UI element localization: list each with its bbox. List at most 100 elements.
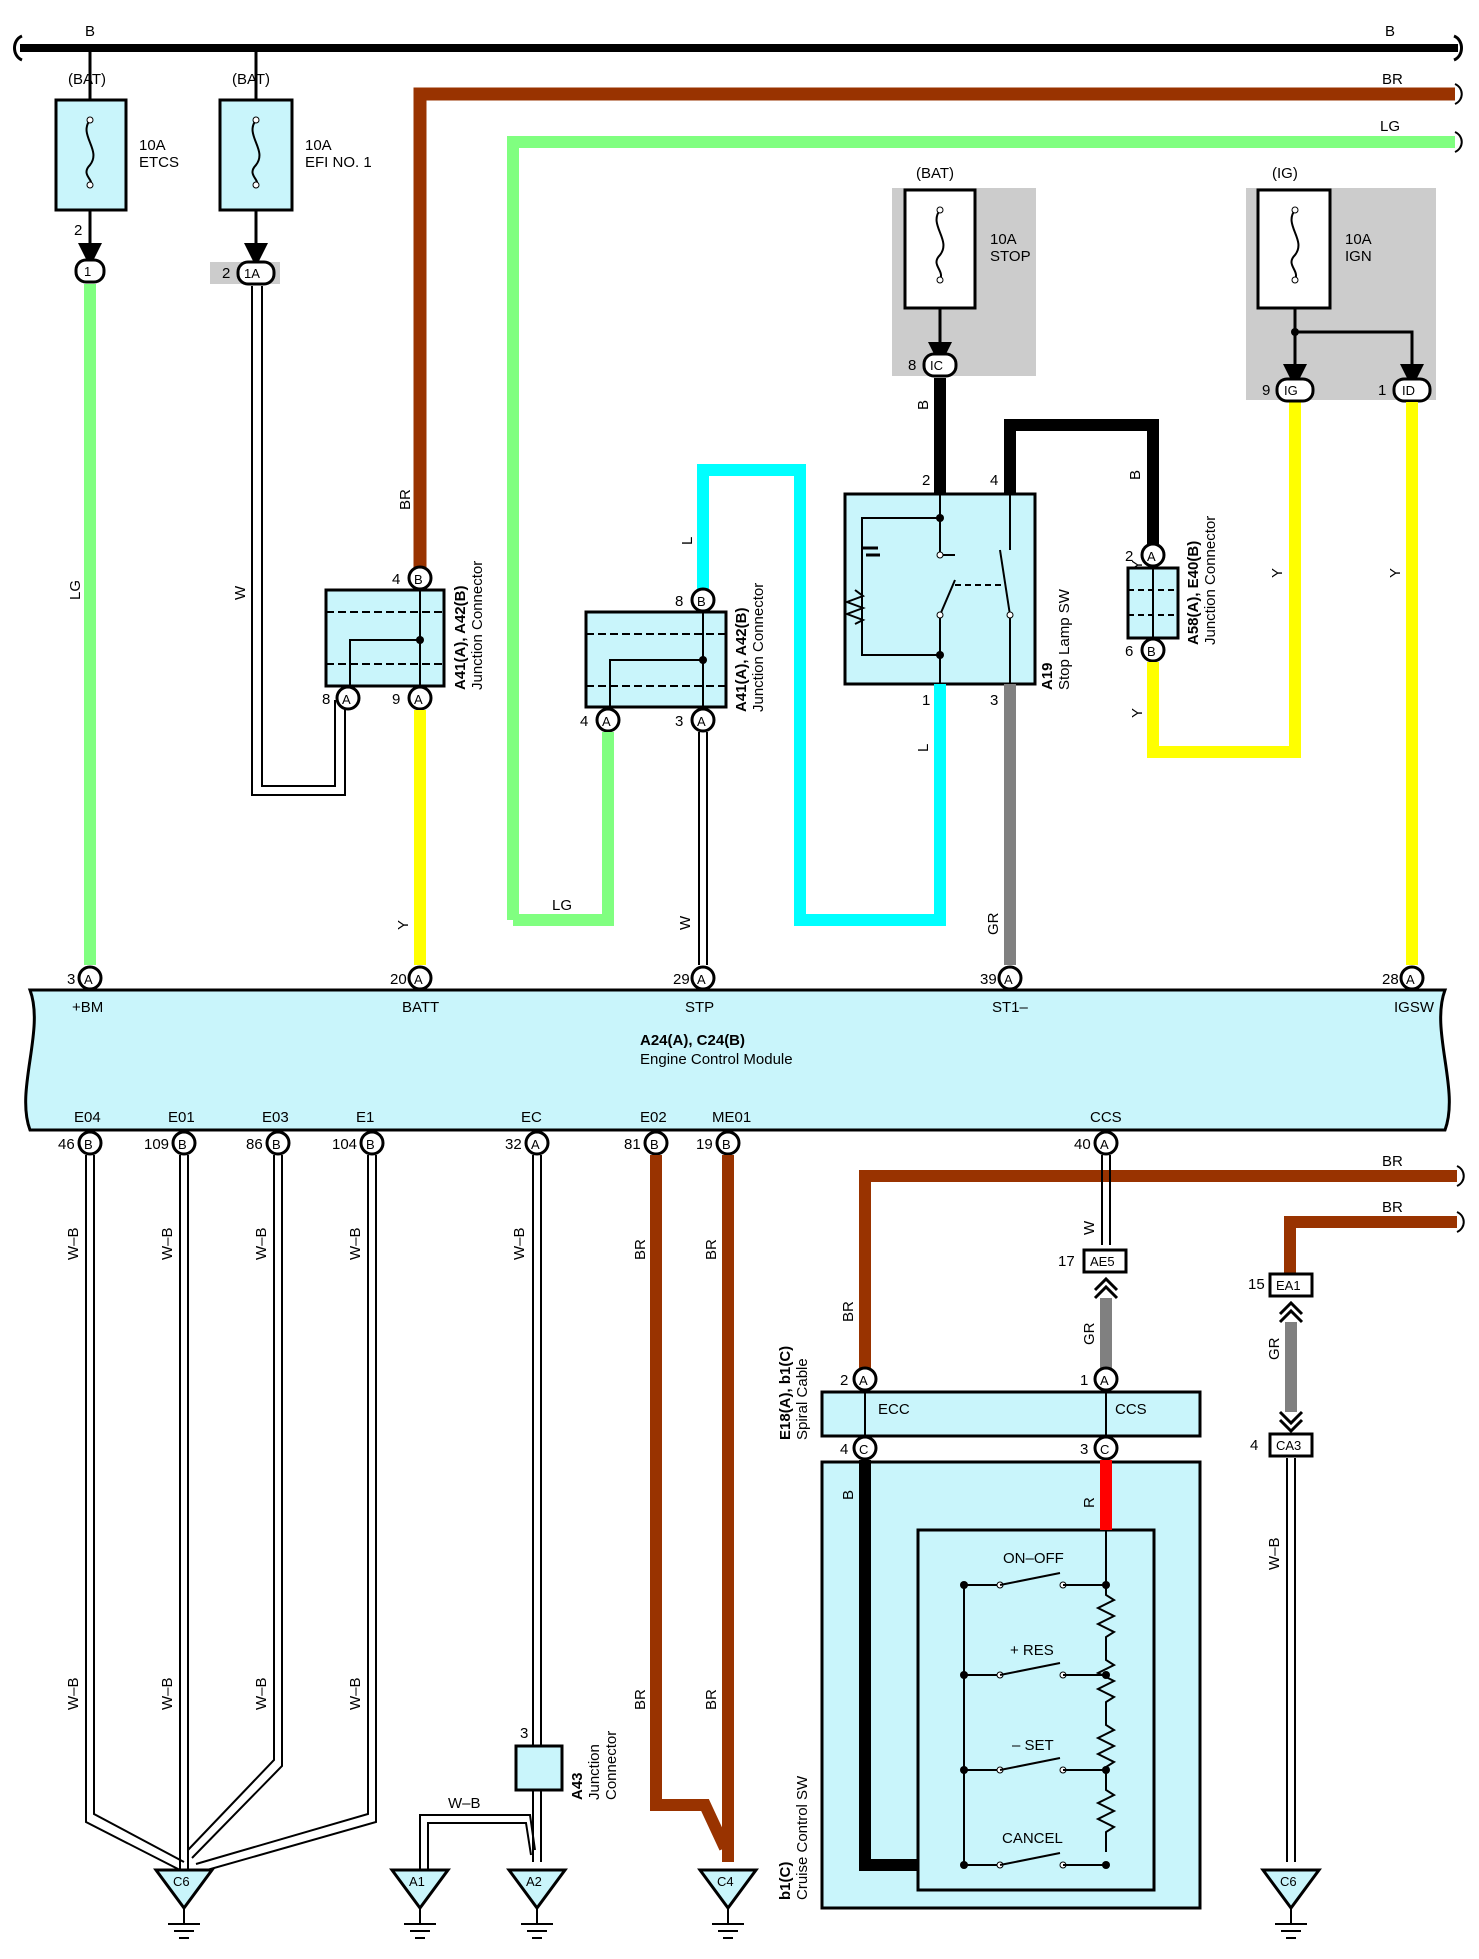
svg-text:ID: ID (1402, 383, 1415, 398)
svg-text:8: 8 (908, 357, 916, 374)
svg-text:(BAT): (BAT) (232, 71, 270, 88)
svg-text:CANCEL: CANCEL (1002, 1830, 1063, 1847)
fuse-ign: (IG) 10A IGN 9 IG 1 ID (1246, 165, 1436, 403)
svg-text:4: 4 (990, 472, 998, 489)
wb-wire-e01 (179, 1155, 189, 1875)
y-wire-junction3 (1147, 400, 1301, 758)
svg-text:4: 4 (1250, 1437, 1258, 1454)
svg-text:A24(A), C24(B): A24(A), C24(B) (640, 1032, 745, 1049)
svg-text:Stop Lamp SW: Stop Lamp SW (1056, 588, 1073, 690)
ecm-bottom-pin-label: E02 (640, 1109, 667, 1126)
svg-text:1: 1 (922, 692, 930, 709)
cruise-control-switch: B R ON–OFF + RES – SET CANCEL b1(C) Crui… (777, 1460, 1202, 1910)
svg-text:b1(C): b1(C) (777, 1862, 794, 1900)
svg-text:Y: Y (1269, 568, 1286, 578)
junction-connector-3: 2 A 6 B A58(A), E40(B) Junction Connecto… (1125, 516, 1219, 663)
svg-text:Junction Connector: Junction Connector (469, 561, 486, 690)
svg-text:B: B (1147, 644, 1156, 659)
a43-junction-connector: 3 A43 Junction Connector (514, 1725, 620, 1800)
ecm-bottom-pin-number: 19 (696, 1136, 713, 1153)
b-wire-stopsw-junction3 (1004, 419, 1159, 550)
svg-text:A: A (1100, 1373, 1109, 1388)
ecm-top-pin (77, 965, 103, 991)
b-bus-label-left: B (85, 23, 95, 40)
svg-text:EFI NO. 1: EFI NO. 1 (305, 154, 372, 171)
cruise-switch-contact (960, 1757, 1110, 1774)
fuse-icon (85, 119, 95, 186)
ground-label: C4 (717, 1874, 734, 1889)
lg-top-label: LG (1380, 118, 1400, 135)
ground-label: C6 (173, 1874, 190, 1889)
ecm-bottom-pin-number: 104 (332, 1136, 357, 1153)
w-wire-stp (698, 732, 708, 965)
ecm-top-pin-conn: A (84, 972, 93, 987)
svg-text:W–B: W–B (347, 1677, 364, 1710)
svg-text:1: 1 (1080, 1372, 1088, 1389)
svg-text:CCS: CCS (1115, 1401, 1147, 1418)
junction-connector-2: 8 B 4 A 3 A A41(A), A42(B) Junction Conn… (580, 583, 767, 733)
svg-text:B: B (840, 1490, 857, 1500)
svg-text:Cruise Control SW: Cruise Control SW (794, 1775, 811, 1900)
svg-text:A41(A), A42(B): A41(A), A42(B) (452, 586, 469, 690)
wb-wire-e04 (85, 1155, 185, 1871)
ecm-bottom-pin-label: E01 (168, 1109, 195, 1126)
ecm-top-pin (997, 965, 1023, 991)
ecm-bottom-pin-number: 40 (1074, 1136, 1091, 1153)
svg-text:EA1: EA1 (1276, 1278, 1301, 1293)
svg-text:W: W (232, 585, 249, 600)
svg-text:W–B: W–B (347, 1227, 364, 1260)
svg-text:Junction Connector: Junction Connector (1202, 516, 1219, 645)
ecm-bottom-pin (77, 1130, 103, 1156)
svg-text:9: 9 (392, 691, 400, 708)
fuse-efi: (BAT) 10A EFI NO. 1 2 1A (210, 48, 372, 286)
ecm-bottom-pin-label: CCS (1090, 1109, 1122, 1126)
spiral-cable: 2 A 1 A ECC CCS 4 C 3 C E18(A), b1(C) Sp… (777, 1346, 1202, 1461)
svg-text:A: A (414, 692, 423, 707)
ecm-top-pin-conn: A (414, 972, 423, 987)
ecm-top-pin-label: STP (685, 999, 714, 1016)
ecm-top-pin (1399, 965, 1425, 991)
svg-text:Connector: Connector (603, 1731, 620, 1800)
svg-text:6: 6 (1125, 643, 1133, 660)
b-bus-label-right: B (1385, 23, 1395, 40)
svg-text:A41(A), A42(B): A41(A), A42(B) (733, 608, 750, 712)
ecm-top-pin (407, 965, 433, 991)
ecm-top-pin-number: 39 (980, 971, 997, 988)
svg-text:4: 4 (840, 1441, 848, 1458)
ecm-bottom-pin-conn: B (366, 1137, 375, 1152)
w-wire-ccs (1101, 1155, 1111, 1245)
ecm-bottom-pin-conn: B (272, 1137, 281, 1152)
ecm-bottom-pin-conn: B (650, 1137, 659, 1152)
ae5-connector: 17 AE5 (1058, 1248, 1128, 1300)
ecm-bottom-pin-label: EC (521, 1109, 542, 1126)
fuse-etcs: (BAT) 10A ETCS 2 1 (54, 48, 179, 284)
fuse-stop: (BAT) 10A STOP 8 IC (892, 165, 1036, 378)
svg-text:2: 2 (74, 222, 82, 239)
svg-text:IG: IG (1284, 383, 1298, 398)
svg-text:2: 2 (840, 1372, 848, 1389)
svg-text:10A: 10A (305, 137, 332, 154)
svg-text:2: 2 (222, 265, 230, 282)
svg-text:3: 3 (675, 713, 683, 730)
svg-text:1A: 1A (244, 266, 260, 281)
svg-text:10A: 10A (1345, 231, 1372, 248)
ecm-bottom-pin-number: 109 (144, 1136, 169, 1153)
svg-text:B: B (1127, 470, 1144, 480)
svg-text:BR: BR (703, 1689, 720, 1710)
ecm-top-pin-number: 29 (673, 971, 690, 988)
svg-text:2: 2 (1125, 548, 1133, 565)
svg-text:R: R (1081, 1497, 1098, 1508)
svg-text:B: B (697, 594, 706, 609)
lg-wire-junction2 (513, 732, 614, 926)
svg-text:15: 15 (1248, 1276, 1265, 1293)
stop-lamp-switch: 2 4 1 3 A19 Stop Lamp SW (843, 472, 1073, 709)
svg-text:17: 17 (1058, 1253, 1075, 1270)
svg-text:GR: GR (1081, 1322, 1098, 1345)
svg-text:L: L (679, 537, 696, 545)
b-bus-wire (13, 34, 1463, 62)
svg-text:W–B: W–B (448, 1795, 481, 1812)
svg-text:W: W (1081, 1220, 1098, 1235)
ecm-top-pin-label: ST1– (992, 999, 1029, 1016)
svg-text:10A: 10A (990, 231, 1017, 248)
svg-text:W–B: W–B (159, 1227, 176, 1260)
